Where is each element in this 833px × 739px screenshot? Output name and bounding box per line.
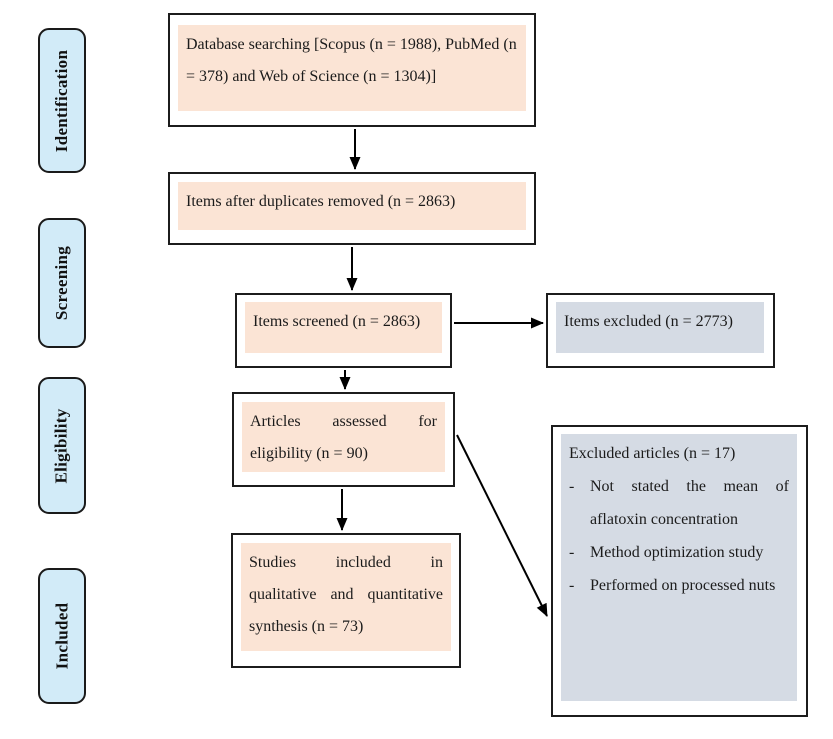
box-studies-included-text: Studies included in qualitative and quan… <box>249 554 443 635</box>
box-excluded-articles-title: Excluded articles (n = 17) <box>569 445 736 462</box>
exclusion-reason-item: - Performed on processed nuts <box>569 569 789 602</box>
stage-identification: Identification <box>38 28 86 173</box>
box-studies-included-fill: Studies included in qualitative and quan… <box>241 543 451 651</box>
box-articles-assessed-fill: Articles assessed for eligibility (n = 9… <box>242 402 445 472</box>
box-articles-assessed-text: Articles assessed for eligibility (n = 9… <box>250 413 437 462</box>
box-articles-assessed: Articles assessed for eligibility (n = 9… <box>232 392 455 487</box>
stage-included-label: Included <box>52 602 71 670</box>
stage-screening-label: Screening <box>52 245 72 321</box>
stage-eligibility: Eligibility <box>38 377 86 514</box>
box-database-searching-fill: Database searching [Scopus (n = 1988), P… <box>178 25 526 111</box>
box-duplicates-removed-fill: Items after duplicates removed (n = 2863… <box>178 182 526 230</box>
exclusion-reason-list: - Not stated the mean of aflatoxin conce… <box>561 470 797 602</box>
stage-eligibility-label: Eligibility <box>52 407 71 484</box>
box-database-searching-text: Database searching [Scopus (n = 1988), P… <box>186 36 517 85</box>
exclusion-reason-item: - Method optimization study <box>569 536 789 569</box>
box-items-screened-text: Items screened (n = 2863) <box>253 313 421 330</box>
bullet-dash: - <box>569 577 575 594</box>
box-items-screened-fill: Items screened (n = 2863) <box>245 302 442 353</box>
box-excluded-articles: Excluded articles (n = 17) - Not stated … <box>551 425 808 717</box>
bullet-dash: - <box>569 544 575 561</box>
exclusion-reason-item: - Not stated the mean of aflatoxin conce… <box>569 470 789 536</box>
box-studies-included: Studies included in qualitative and quan… <box>231 533 461 668</box>
box-duplicates-removed: Items after duplicates removed (n = 2863… <box>168 172 536 245</box>
stage-included: Included <box>38 568 86 704</box>
box-duplicates-removed-text: Items after duplicates removed (n = 2863… <box>186 193 456 210</box>
box-database-searching: Database searching [Scopus (n = 1988), P… <box>168 13 536 127</box>
box-items-excluded-text: Items excluded (n = 2773) <box>564 313 733 330</box>
bullet-dash: - <box>569 478 575 495</box>
stage-screening: Screening <box>38 218 86 348</box>
box-items-excluded: Items excluded (n = 2773) <box>546 293 775 368</box>
box-excluded-articles-fill: Excluded articles (n = 17) - Not stated … <box>561 434 797 701</box>
stage-identification-label: Identification <box>52 49 71 152</box>
box-items-screened: Items screened (n = 2863) <box>235 293 452 368</box>
box-items-excluded-fill: Items excluded (n = 2773) <box>556 302 764 353</box>
arrow-assessed-to-excluded-articles <box>456 434 548 617</box>
